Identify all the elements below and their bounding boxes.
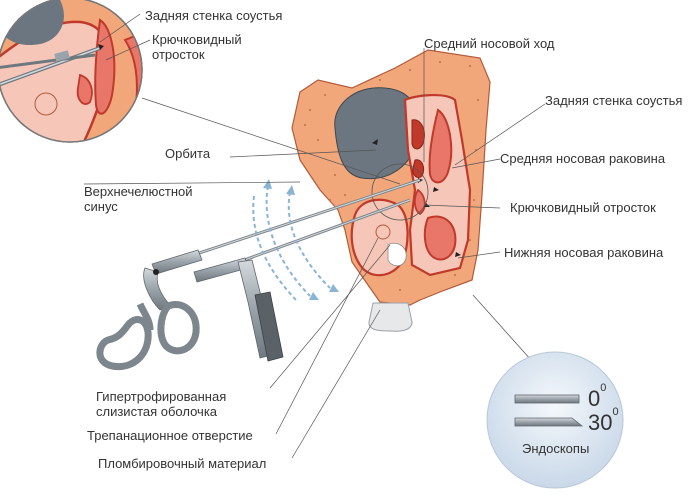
label-maxillary-sinus-2: синус	[84, 199, 118, 214]
label-uncinate-right: Крючковидный отросток	[510, 200, 656, 215]
endoscope-angle-30: 300	[588, 406, 619, 435]
label-inferior-turbinate: Нижняя носовая раковина	[504, 245, 664, 260]
nasal-cross-section	[291, 49, 491, 332]
label-orbit: Орбита	[165, 146, 211, 161]
label-trepanation: Трепанационное отверстие	[87, 428, 253, 443]
label-filling: Пломбировочный материал	[98, 456, 267, 471]
inferior-turbinate	[423, 215, 457, 261]
endoscopes-caption: Эндоскопы	[522, 441, 590, 456]
endoscope-0deg-tip	[514, 394, 580, 404]
label-posterior-wall-right: Задняя стенка соустья	[545, 93, 683, 108]
label-middle-turbinate: Средняя носовая раковина	[500, 151, 666, 166]
label-maxillary-sinus-1: Верхнечелюстной	[84, 184, 193, 199]
label-hypertrophic-2: слизистая оболочка	[96, 404, 218, 419]
endoscope-angle-0: 00	[588, 382, 607, 411]
label-posterior-wall-top: Задняя стенка соустья	[145, 8, 283, 23]
zoom-inset	[0, 0, 143, 143]
endoscopes-panel	[486, 351, 624, 489]
middle-turbinate	[428, 108, 453, 184]
hypertrophic-mucosa-blob	[387, 242, 407, 267]
uncinate-process	[413, 188, 426, 216]
trepanation-hole	[375, 224, 391, 240]
motion-arrows	[252, 185, 331, 301]
bone-speckles	[304, 61, 479, 291]
label-uncinate-top-1: Крючковидный	[152, 32, 242, 47]
label-hypertrophic-1: Гипертрофированная	[96, 389, 227, 404]
zoom-region-circle	[371, 163, 429, 221]
label-uncinate-top-2: отросток	[152, 47, 205, 62]
motion-arrow-heads	[263, 179, 339, 300]
endoscope-30deg-tip	[514, 417, 584, 427]
label-middle-meatus: Средний носовой ход	[424, 36, 555, 51]
